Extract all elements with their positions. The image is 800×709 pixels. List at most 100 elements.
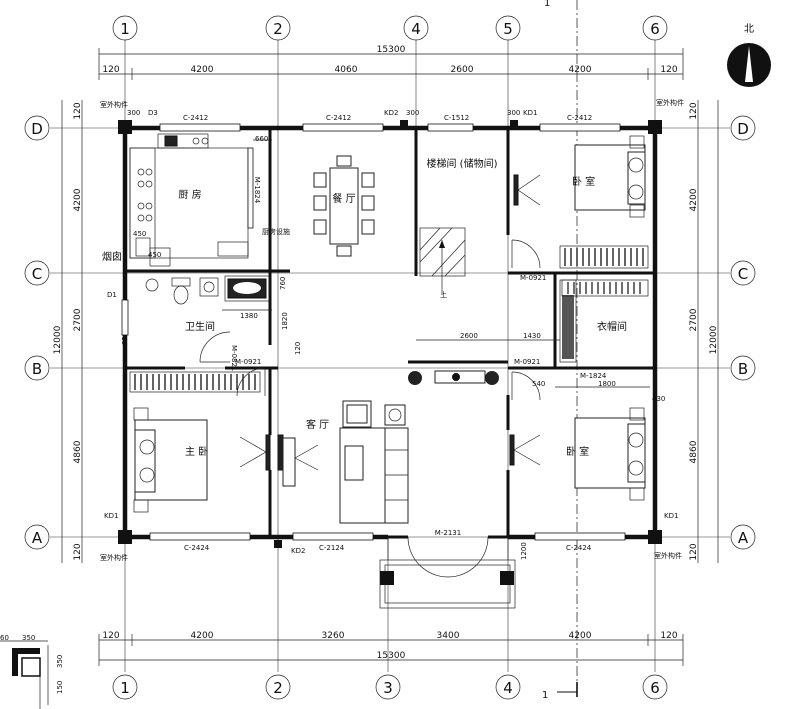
dim-left-seg-1: 120 <box>73 102 83 119</box>
dims-top: 15300 120 4200 4060 2600 4200 120 <box>98 45 684 80</box>
code-kd2-bottom: KD2 <box>291 547 305 555</box>
dim-1380: 1380 <box>240 312 258 320</box>
axis-right-b: B <box>738 360 748 378</box>
code-d1: D1 <box>107 291 117 299</box>
axis-right-a: A <box>738 529 749 547</box>
dim-top-seg-2: 4200 <box>191 65 214 75</box>
dim-right-seg-5: 120 <box>689 543 699 560</box>
window-c2424-master: C-2424 <box>184 544 210 552</box>
dim-bottom-seg-1: 120 <box>102 631 119 641</box>
dim-bottom-seg-3: 3260 <box>322 631 345 641</box>
axis-right-c: C <box>738 265 748 283</box>
code-kd1-top: KD1 <box>523 109 537 117</box>
dim-left-seg-2: 4200 <box>73 188 83 211</box>
room-wardrobe: 衣帽间 <box>597 320 627 333</box>
dim-1820: 1820 <box>281 312 289 330</box>
stair-up-label: 上 <box>440 290 447 299</box>
dim-top-total: 15300 <box>377 45 406 55</box>
axis-left-a: A <box>32 529 43 547</box>
ext-pipe-label-tr: 室外构件 <box>656 98 684 107</box>
dim-bottom-seg-5: 4200 <box>569 631 592 641</box>
dim-760: 760 <box>279 277 287 290</box>
axis-top-1: 1 <box>120 20 130 38</box>
axis-bubbles-bottom: 1 2 3 4 6 <box>112 674 668 700</box>
bedroom-ne: 卧 室 M-0921 <box>511 135 649 282</box>
dim-top-seg-3: 4060 <box>335 65 358 75</box>
dim-300-c: 300 <box>507 109 520 117</box>
dim-left-seg-5: 120 <box>73 543 83 560</box>
interior-walls <box>125 128 655 537</box>
axis-bottom-3: 3 <box>383 679 393 697</box>
dim-120-inner: 120 <box>294 342 302 355</box>
axis-bottom-4: 4 <box>503 679 513 697</box>
dim-2600-inner: 2600 <box>460 332 478 340</box>
dim-top-seg-5: 4200 <box>569 65 592 75</box>
door-m0921-b2: M-0921 <box>514 358 540 366</box>
code-kd2-top: KD2 <box>384 109 398 117</box>
room-chimney: 烟囱 <box>102 250 122 263</box>
dim-450-a: 450 <box>133 230 146 238</box>
dim-top-seg-1: 120 <box>102 65 119 75</box>
code-kd1-a: KD1 <box>104 512 118 520</box>
axis-bottom-1: 1 <box>120 679 130 697</box>
room-dining: 餐 厅 <box>332 192 355 205</box>
door-m0921-b1: M-0921 <box>235 358 261 366</box>
entrance-porch: 1200 <box>379 535 528 609</box>
section-line-1-1: 1 1 <box>542 0 578 701</box>
dim-left-seg-3: 2700 <box>73 308 83 331</box>
stair-room: 楼梯间 (储物间) 上 <box>419 157 498 299</box>
detail-dim-350-b: 350 <box>56 655 64 668</box>
dim-bottom-total: 15300 <box>377 651 406 661</box>
dim-300-b: 300 <box>406 109 419 117</box>
section-label: 1 <box>542 690 548 701</box>
room-bedroom-se: 卧 室 <box>566 445 589 458</box>
detail-dim-350-a: 350 <box>22 634 35 642</box>
window-c2412-dining: C-2412 <box>326 114 351 122</box>
dim-430: 430 <box>652 395 665 403</box>
wall-detail: 60 350 350 150 <box>0 634 64 709</box>
dim-bottom-seg-4: 3400 <box>437 631 460 641</box>
axis-left-b: B <box>32 360 42 378</box>
ext-pipe-label-bl: 室外构件 <box>100 553 128 562</box>
axis-right-d: D <box>737 120 749 138</box>
axis-top-5: 5 <box>503 20 513 38</box>
dim-left-total: 12000 <box>53 325 63 354</box>
room-kitchen: 厨 房 <box>178 188 201 201</box>
axis-top-2: 2 <box>273 20 283 38</box>
window-c2424-bedroom: C-2424 <box>566 544 592 552</box>
window-c2412-bedroom: C-2412 <box>567 114 592 122</box>
master-bedroom: 主 卧 <box>129 367 271 513</box>
bathroom: 卫生间 C-1215 D1 1380 760 1820 120 M-0821 M… <box>107 275 302 371</box>
door-m0921-c: M-0921 <box>520 274 546 282</box>
door-m1824-vertical: M-1824 <box>253 177 261 204</box>
detail-dim-60: 60 <box>0 634 9 642</box>
ext-pipe-label-tl: 室外构件 <box>100 100 128 109</box>
dim-450-b: 450 <box>148 251 161 259</box>
top-windows: C-2412 C-2412 C-1512 C-2412 D3 KD2 KD1 3… <box>127 109 621 132</box>
dim-bottom-seg-2: 4200 <box>191 631 214 641</box>
code-kd1-b: KD1 <box>664 512 678 520</box>
room-master: 主 卧 <box>185 445 208 458</box>
axis-bottom-2: 2 <box>273 679 283 697</box>
bottom-windows: C-2424 C-2124 C-2424 KD2 KD1 KD1 <box>104 512 678 555</box>
dims-left: 12000 120 4200 2700 4860 120 室外构件 室外构件 <box>53 100 128 563</box>
dim-bottom-seg-6: 120 <box>660 631 677 641</box>
dim-right-seg-3: 2700 <box>689 308 699 331</box>
dim-top-seg-4: 2600 <box>451 65 474 75</box>
axis-left-d: D <box>31 120 43 138</box>
axis-bottom-6: 6 <box>650 679 660 697</box>
detail-dim-150: 150 <box>56 681 64 694</box>
dim-top-seg-6: 120 <box>660 65 677 75</box>
axis-top-4: 4 <box>411 20 421 38</box>
north-arrow: 北 <box>727 23 771 87</box>
dim-1800: 1800 <box>598 380 616 388</box>
kitchen: 厨 房 450 450 烟囱 M-1824 660 厨房设施 <box>102 133 290 267</box>
dim-right-total: 12000 <box>709 325 719 354</box>
dims-right: 12000 120 4200 2700 4860 120 室外构件 室外构件 <box>654 98 719 563</box>
hall-dims: 2600 1430 M-0921 <box>416 332 560 366</box>
axis-bubbles-left: D C B A <box>24 115 50 550</box>
door-m1824-horizontal: M-1824 <box>580 372 607 380</box>
dim-300-a: 300 <box>127 109 140 117</box>
dining: 餐 厅 <box>313 155 375 257</box>
